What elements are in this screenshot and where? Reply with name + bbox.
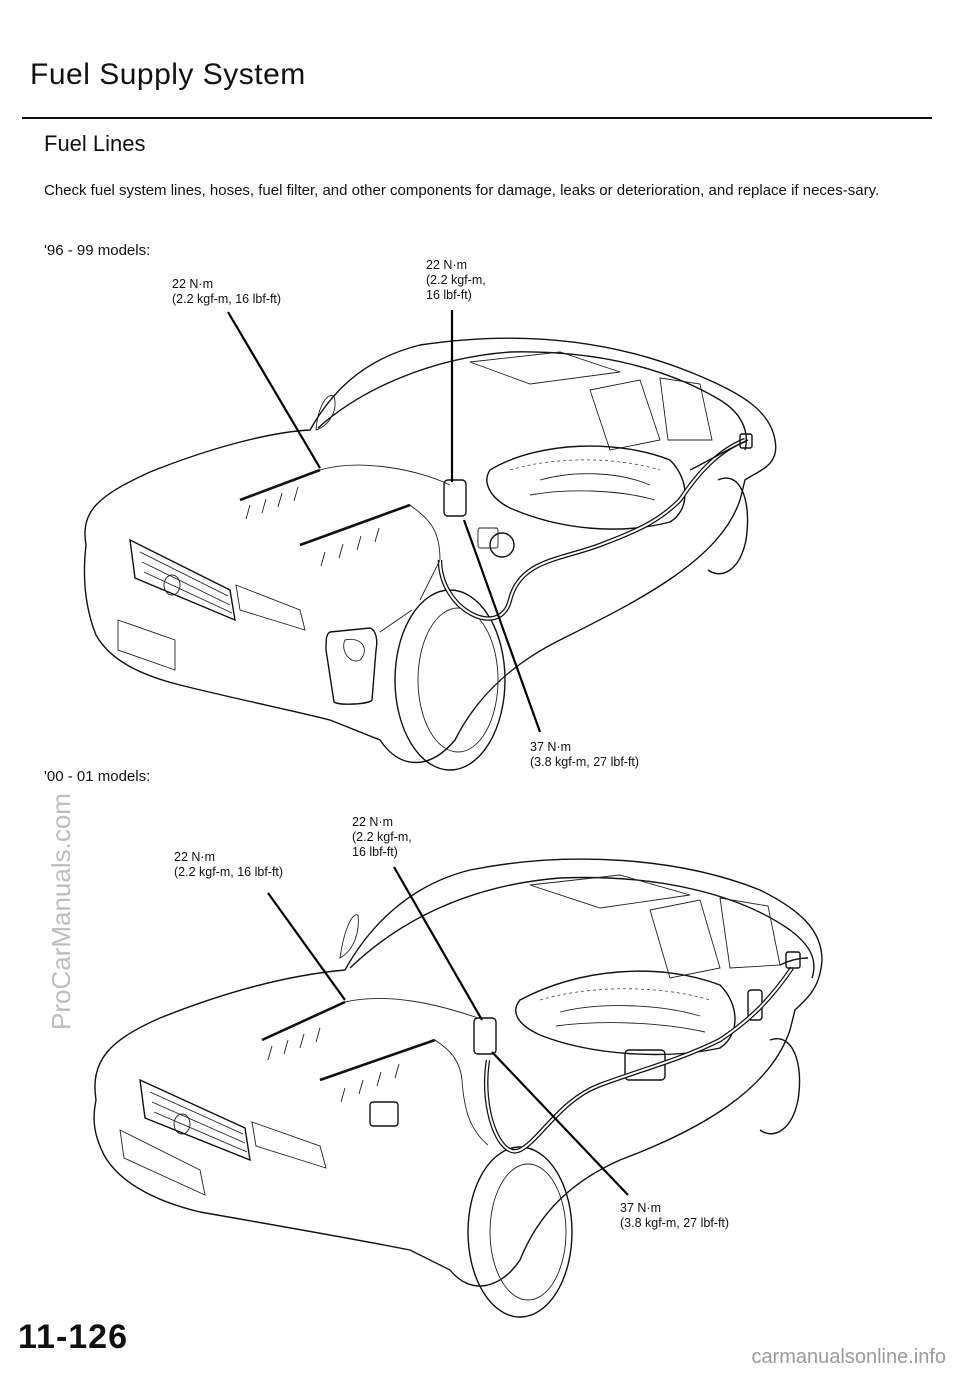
title-divider [22, 117, 932, 119]
car-sunroof-1 [469, 351, 621, 385]
car-roof-1 [317, 351, 747, 451]
car-mirror-2 [339, 914, 359, 959]
car-window-3 [649, 899, 721, 979]
car-grille-2 [139, 1078, 251, 1162]
fuel-rail-upper-1 [239, 468, 321, 502]
leader-line-injector-2 [267, 892, 346, 1001]
car-emblem-2 [173, 1113, 191, 1135]
charcoal-canister-1 [325, 627, 378, 705]
leader-line-filter-top-2 [393, 866, 483, 1021]
car-body-outline-2 [93, 858, 823, 1287]
car-window-2 [659, 377, 713, 441]
pressure-regulator-1 [489, 532, 515, 558]
fuel-tank-1 [486, 445, 686, 530]
torque-label-filter-bottom-1: 37 N·m (3.8 kgf-m, 27 lbf-ft) [530, 740, 640, 769]
torque-label-filter-bottom-2: 37 N·m (3.8 kgf-m, 27 lbf-ft) [620, 1201, 730, 1230]
fuel-rail-lower-1 [299, 503, 411, 547]
car-window-1 [589, 379, 661, 451]
section-title: Fuel Lines [44, 131, 146, 156]
car-headlight-2 [251, 1121, 327, 1169]
car-bumper-2 [119, 1129, 206, 1196]
intro-paragraph: Check fuel system lines, hoses, fuel fil… [44, 182, 880, 199]
charcoal-canister-2 [624, 1049, 666, 1081]
fuel-line-feed-1 [319, 464, 451, 561]
car-license-plate-1 [117, 619, 176, 671]
leader-line-injector-1 [227, 311, 321, 469]
footer-watermark: carmanualsonline.info [751, 1346, 946, 1368]
car-mirror-1 [315, 394, 336, 431]
fuel-filler-neck-1 [689, 439, 749, 471]
fuel-line-main-2 [483, 966, 794, 1154]
injectors-2 [267, 1027, 400, 1103]
fuel-line-feed-2 [344, 998, 479, 1081]
car-headlight-1 [235, 584, 306, 631]
fuel-pump-relay-2 [369, 1101, 399, 1127]
fuel-rail-lower-2 [319, 1038, 436, 1082]
page-number: 11-126 [18, 1318, 128, 1356]
model-label-2000-2001: '00 - 01 models: [44, 768, 151, 785]
torque-label-filter-top-1: 22 N·m (2.2 kgf-m, 16 lbf-ft) [426, 258, 486, 302]
fuel-filter-2 [473, 1017, 497, 1055]
car-body-outline-1 [83, 337, 777, 764]
torque-label-filter-top-2: 22 N·m (2.2 kgf-m, 16 lbf-ft) [352, 815, 412, 859]
fuel-rail-upper-2 [261, 1000, 346, 1042]
car-grille-1 [129, 538, 236, 622]
model-label-1996-1999: '96 - 99 models: [44, 242, 151, 259]
injectors-1 [245, 486, 380, 567]
car-front-wheel-2 [467, 1146, 573, 1318]
page-title: Fuel Supply System [30, 58, 306, 91]
car-emblem-1 [163, 574, 181, 596]
leader-line-filter-bottom-1 [462, 519, 542, 733]
leader-line-filter-bottom-2 [491, 1051, 629, 1196]
car-rear-wheel-1 [707, 477, 749, 575]
torque-label-injector-2: 22 N·m (2.2 kgf-m, 16 lbf-ft) [174, 850, 284, 879]
fuel-filler-neck-2 [785, 951, 801, 969]
car-rear-wheel-2 [759, 1038, 801, 1135]
car-roof-2 [349, 876, 815, 979]
fuel-filter-1 [443, 479, 467, 517]
torque-label-injector-1: 22 N·m (2.2 kgf-m, 16 lbf-ft) [172, 277, 282, 306]
fuel-tank-2 [515, 970, 736, 1056]
car-sunroof-2 [529, 874, 691, 909]
